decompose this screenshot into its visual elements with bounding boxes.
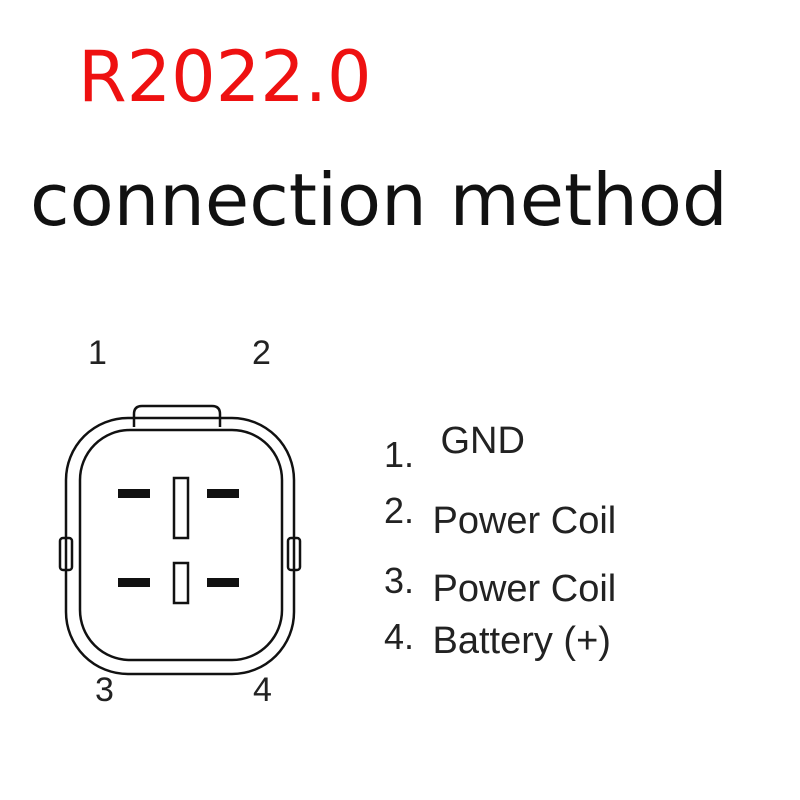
center-slot-top (172, 476, 190, 540)
connector-diagram (58, 404, 302, 676)
pin-number-1: 1 (88, 334, 107, 372)
legend-label: Power Coil (432, 568, 617, 610)
pin-number-2: 2 (252, 334, 271, 372)
legend-number: 1. (384, 434, 415, 475)
legend-label: GND (440, 420, 525, 462)
terminal-2 (207, 489, 239, 498)
terminal-4 (207, 578, 239, 587)
connector-outer-shell (64, 416, 296, 676)
pin-number-3: 3 (95, 671, 114, 709)
legend-item: 3. Power Coil (384, 560, 616, 611)
legend-number: 3. (384, 560, 415, 601)
legend-number: 2. (384, 490, 415, 531)
legend-label: Power Coil (432, 500, 617, 542)
connector-top-latch (132, 404, 222, 427)
side-tab-left (58, 536, 74, 572)
pin-number-4: 4 (253, 671, 272, 709)
connector-inner-body (78, 428, 284, 662)
legend-item: 4. Battery (+) (384, 616, 611, 663)
legend-item: 1. GND (384, 420, 525, 476)
terminal-1 (118, 489, 150, 498)
side-tab-right (286, 536, 302, 572)
legend-number: 4. (384, 616, 415, 657)
subtitle: connection method (30, 158, 728, 242)
terminal-3 (118, 578, 150, 587)
model-title: R2022.0 (78, 36, 372, 118)
legend-item: 2. Power Coil (384, 490, 616, 543)
pin-legend: 1. GND 2. Power Coil 3. Power Coil 4. Ba… (384, 420, 784, 680)
center-slot-bottom (172, 561, 190, 605)
legend-label: Battery (+) (432, 620, 611, 662)
